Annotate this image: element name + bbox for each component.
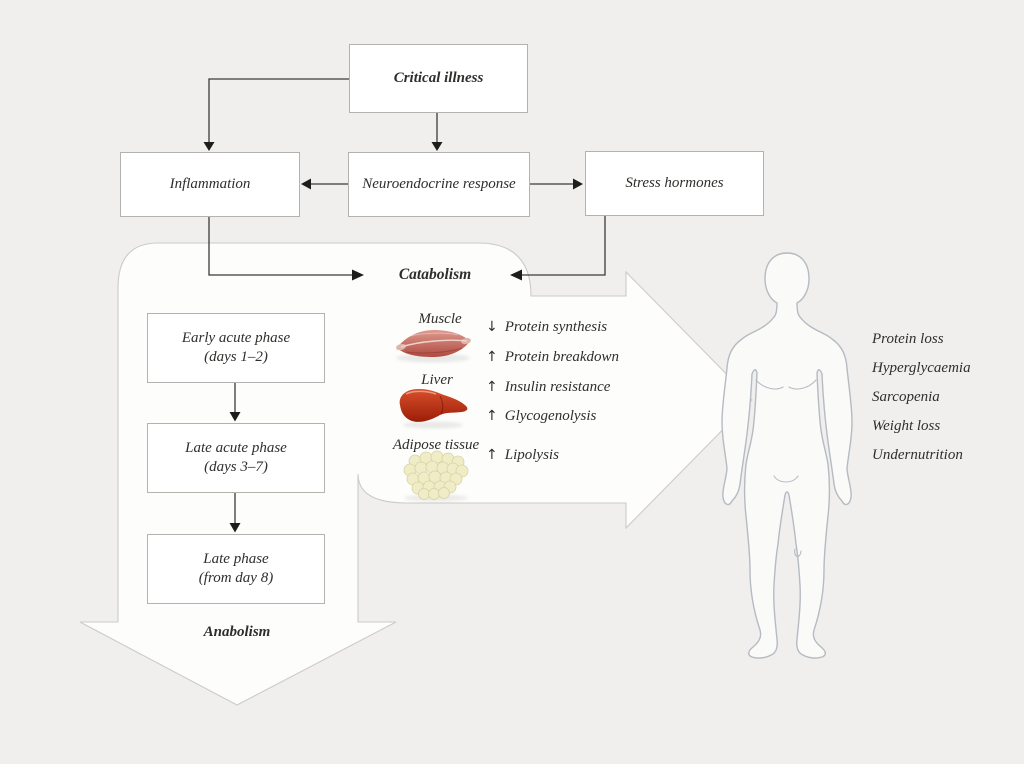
phase-line1: Late acute phase	[185, 440, 287, 457]
effect-glycogenolysis: ↑ Glycogenolysis	[486, 406, 596, 426]
phase-line2: (from day 8)	[198, 570, 274, 586]
inflammation-label: Inflammation	[169, 176, 251, 193]
adipose-tissue-illustration	[403, 450, 469, 502]
effect-label: Insulin resistance	[504, 379, 611, 395]
effect-label: Lipolysis	[504, 447, 559, 463]
effect-label: Glycogenolysis	[504, 408, 597, 424]
liver-illustration	[399, 389, 468, 429]
up-arrow-icon: ↑	[486, 408, 498, 424]
connector-critical-to-inflammation	[208, 78, 349, 144]
outcome-protein-loss: Protein loss	[872, 331, 944, 347]
liver-label: Liver	[421, 372, 453, 388]
up-arrow-icon: ↑	[486, 379, 498, 395]
critical-illness-label: Critical illness	[393, 70, 484, 87]
muscle-illustration	[396, 330, 471, 363]
effect-label: Protein breakdown	[504, 349, 620, 365]
early-acute-phase-box: Early acute phase (days 1–2)	[147, 313, 325, 383]
neuroendocrine-response-box: Neuroendocrine response	[348, 152, 530, 217]
outcome-weight-loss: Weight loss	[872, 418, 941, 434]
late-phase-label: Late phase (from day 8)	[199, 550, 273, 588]
neuroendocrine-response-label: Neuroendocrine response	[362, 176, 516, 193]
effect-protein-breakdown: ↑ Protein breakdown	[486, 347, 619, 367]
connector-arrows	[208, 78, 606, 524]
outcome-sarcopenia: Sarcopenia	[872, 389, 940, 405]
human-body-figure	[721, 252, 853, 659]
effect-label: Protein synthesis	[504, 319, 608, 335]
down-arrow-icon: ↓	[486, 319, 498, 335]
outcome-hyperglycaemia: Hyperglycaemia	[872, 360, 971, 376]
late-acute-phase-box: Late acute phase (days 3–7)	[147, 423, 325, 493]
stress-hormones-label: Stress hormones	[625, 175, 724, 192]
late-phase-box: Late phase (from day 8)	[147, 534, 325, 604]
inflammation-box: Inflammation	[120, 152, 300, 217]
connector-stress-to-catabolism	[522, 213, 606, 276]
phase-line2: (days 3–7)	[204, 459, 268, 475]
outcomes-list: Protein loss Hyperglycaemia Sarcopenia W…	[872, 329, 971, 465]
connector-inflammation-to-catabolism	[208, 215, 352, 276]
chest-line-left	[755, 379, 784, 390]
phase-line1: Early acute phase	[181, 330, 291, 347]
chest-line-right	[788, 379, 817, 390]
phase-line2: (days 1–2)	[204, 349, 268, 365]
effect-protein-synthesis: ↓ Protein synthesis	[486, 317, 607, 337]
muscle-label: Muscle	[418, 311, 462, 327]
phase-line1: Late phase	[203, 551, 269, 568]
anabolism-heading: Anabolism	[203, 624, 271, 640]
adipose-tissue-label: Adipose tissue	[392, 437, 480, 453]
late-acute-phase-label: Late acute phase (days 3–7)	[185, 439, 287, 477]
critical-illness-box: Critical illness	[349, 44, 528, 113]
knee-line	[794, 548, 802, 557]
catabolism-heading: Catabolism	[398, 266, 472, 283]
connector-arrowheads	[203, 142, 583, 533]
up-arrow-icon: ↑	[486, 349, 498, 365]
effect-lipolysis: ↑ Lipolysis	[486, 445, 559, 465]
pubic-line	[773, 475, 799, 483]
outcome-undernutrition: Undernutrition	[872, 447, 963, 463]
early-acute-phase-label: Early acute phase (days 1–2)	[182, 329, 290, 367]
up-arrow-icon: ↑	[486, 447, 498, 463]
effect-insulin-resistance: ↑ Insulin resistance	[486, 377, 610, 397]
stress-hormones-box: Stress hormones	[585, 151, 764, 216]
